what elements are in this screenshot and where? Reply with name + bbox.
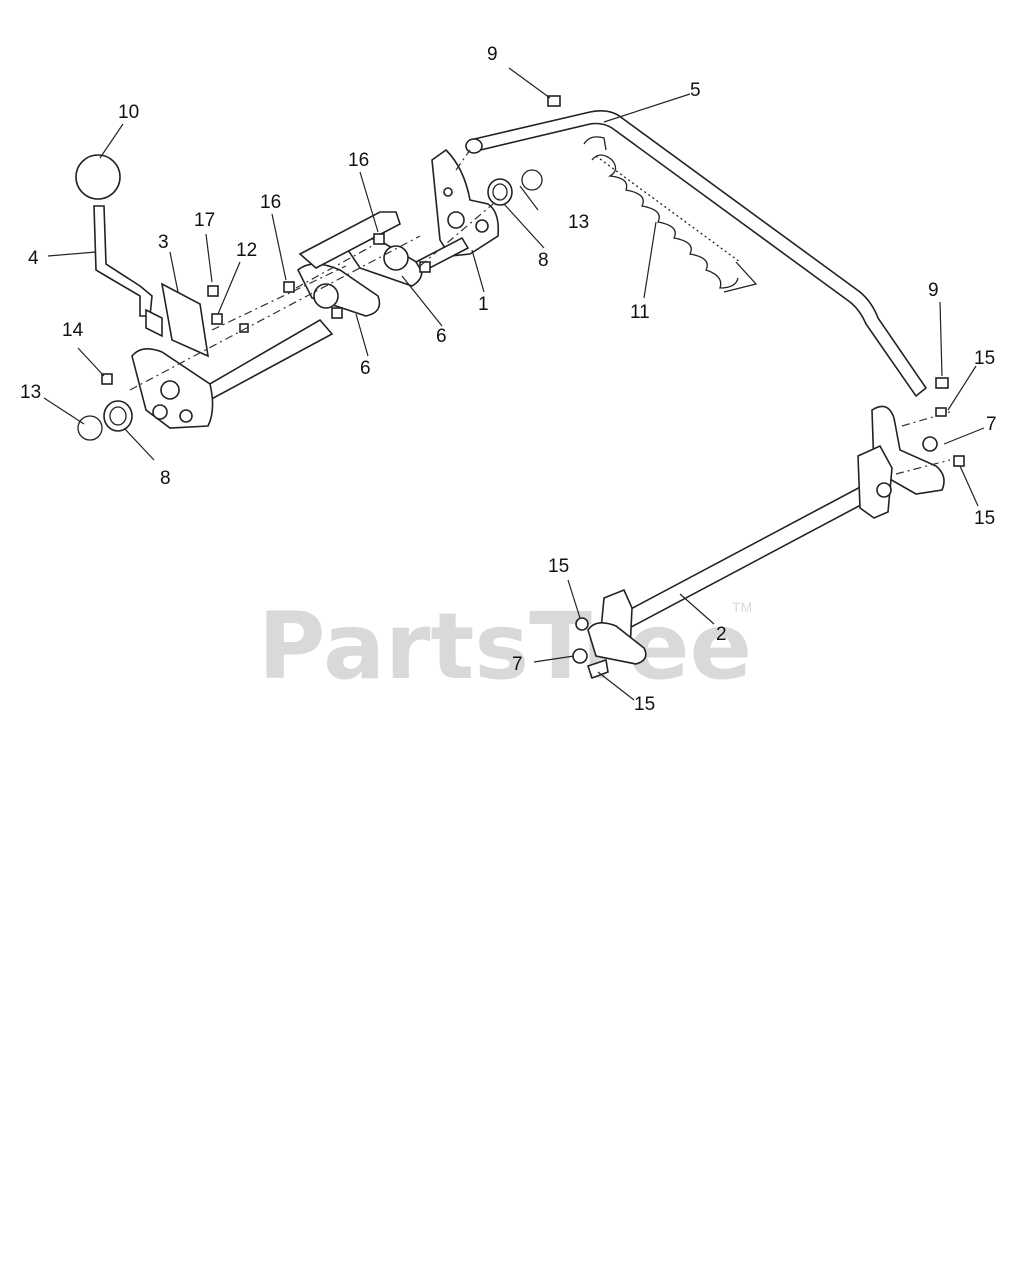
callout-11: 11 <box>630 302 650 323</box>
shift-lever <box>75 154 153 317</box>
callout-5: 5 <box>690 80 701 101</box>
callout-6-left: 6 <box>360 358 371 379</box>
callout-15-right-bottom: 15 <box>974 508 995 529</box>
callout-10: 10 <box>118 102 139 123</box>
callout-2: 2 <box>716 624 727 645</box>
callout-16-left: 16 <box>260 192 281 213</box>
watermark: PartsTree <box>258 593 752 700</box>
callout-1: 1 <box>478 294 489 315</box>
lever-mount-plate <box>145 282 210 358</box>
trademark: TM <box>732 599 752 615</box>
callout-15-bottom: 15 <box>634 694 655 715</box>
main-bracket-plate <box>131 348 214 429</box>
callout-15-bottom-top: 15 <box>548 556 569 577</box>
callout-8-left: 8 <box>160 468 171 489</box>
leader-lines <box>43 67 985 701</box>
callout-8-right: 8 <box>538 250 549 271</box>
assembly-lines <box>129 149 951 475</box>
callout-7-bottom: 7 <box>512 654 523 675</box>
callout-13-left: 13 <box>20 382 41 403</box>
callout-9-top: 9 <box>487 44 498 65</box>
callout-17: 17 <box>194 210 215 231</box>
callout-16-right: 16 <box>348 150 369 171</box>
callout-9-right: 9 <box>928 280 939 301</box>
fasteners <box>101 95 965 467</box>
lift-rod <box>465 110 928 398</box>
bushing-and-clip-right <box>487 169 543 206</box>
callout-4: 4 <box>28 248 39 269</box>
pivot-plates <box>297 236 423 317</box>
callout-14: 14 <box>62 320 84 341</box>
right-lift-arm <box>857 405 951 519</box>
callout-labels: 9 5 10 16 16 17 3 12 4 13 8 1 11 6 6 14 … <box>20 44 997 715</box>
callout-13-right: 13 <box>568 212 589 233</box>
front-lift-arm <box>572 588 647 680</box>
bushing-and-clip-left <box>77 400 133 441</box>
callout-3: 3 <box>158 232 169 253</box>
lift-spring <box>583 136 758 293</box>
callout-12: 12 <box>236 240 257 261</box>
callout-7-right: 7 <box>986 414 997 435</box>
pivot-bracket <box>431 148 500 257</box>
callout-6-right: 6 <box>436 326 447 347</box>
callout-15-right-top: 15 <box>974 348 995 369</box>
